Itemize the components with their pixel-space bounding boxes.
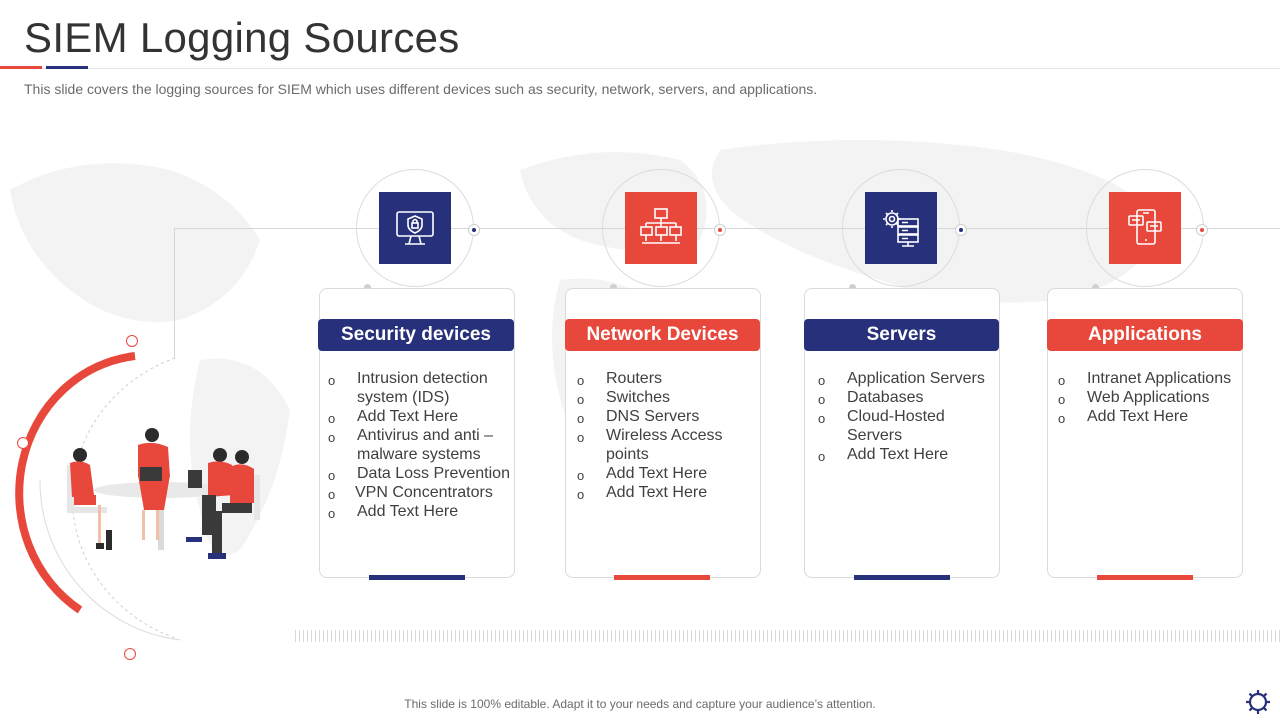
team-meeting-illustration bbox=[67, 428, 260, 559]
title-accent-blue bbox=[46, 66, 88, 69]
arc-dot-bottom bbox=[124, 648, 136, 660]
mobile-app-icon bbox=[1109, 192, 1181, 264]
title-accent-red bbox=[0, 66, 42, 69]
card-header-network: Network Devices bbox=[565, 319, 760, 351]
connector-node-network bbox=[610, 284, 617, 291]
list-item: Add Text Here bbox=[328, 502, 514, 523]
list-item: Routers bbox=[577, 369, 757, 390]
list-item: Antivirus and anti – malware systems bbox=[328, 426, 514, 464]
list-item: VPN Concentrators bbox=[328, 483, 514, 504]
arc-dot-top bbox=[126, 335, 138, 347]
connector-dot-network bbox=[714, 224, 726, 236]
list-item: Add Text Here bbox=[1058, 407, 1238, 428]
list-item: Wireless Access points bbox=[577, 426, 757, 464]
servers-items-list: Application Servers Databases Cloud-Host… bbox=[818, 369, 998, 466]
gear-icon[interactable] bbox=[1243, 687, 1273, 717]
card-header-security: Security devices bbox=[318, 319, 514, 351]
network-computers-icon bbox=[625, 192, 697, 264]
list-item: Application Servers bbox=[818, 369, 998, 390]
card-accent-bar bbox=[614, 575, 710, 580]
list-item: Web Applications bbox=[1058, 388, 1238, 409]
connector-node-applications bbox=[1092, 284, 1099, 291]
list-item: Add Text Here bbox=[577, 483, 757, 504]
list-item: Add Text Here bbox=[818, 445, 998, 466]
card-accent-bar bbox=[854, 575, 950, 580]
applications-items-list: Intranet Applications Web Applications A… bbox=[1058, 369, 1238, 428]
network-items-list: Routers Switches DNS Servers Wireless Ac… bbox=[577, 369, 757, 504]
dashed-baseline bbox=[295, 630, 1280, 642]
list-item: Databases bbox=[818, 388, 998, 409]
list-item: DNS Servers bbox=[577, 407, 757, 428]
card-header-servers: Servers bbox=[804, 319, 999, 351]
list-item: Add Text Here bbox=[328, 407, 514, 428]
arc-dot-middle bbox=[17, 437, 29, 449]
list-item: Intranet Applications bbox=[1058, 369, 1238, 390]
connector-node-servers bbox=[849, 284, 856, 291]
connector-node-security bbox=[364, 284, 371, 291]
arc-decoration bbox=[15, 352, 181, 641]
list-item: Switches bbox=[577, 388, 757, 409]
security-items-list: Intrusion detection system (IDS) Add Tex… bbox=[328, 369, 514, 523]
slide-subtitle: This slide covers the logging sources fo… bbox=[24, 81, 818, 97]
page-title: SIEM Logging Sources bbox=[24, 14, 460, 61]
timeline-connector-vertical bbox=[174, 228, 175, 358]
monitor-shield-lock-icon bbox=[379, 192, 451, 264]
list-item: Add Text Here bbox=[577, 464, 757, 485]
card-header-applications: Applications bbox=[1047, 319, 1243, 351]
footer-note: This slide is 100% editable. Adapt it to… bbox=[404, 697, 876, 711]
timeline-connector bbox=[174, 228, 1280, 229]
card-accent-bar bbox=[1097, 575, 1193, 580]
title-divider bbox=[0, 68, 1280, 69]
list-item: Intrusion detection system (IDS) bbox=[328, 369, 514, 407]
connector-dot-applications bbox=[1196, 224, 1208, 236]
list-item: Cloud-Hosted Servers bbox=[818, 407, 998, 445]
list-item: Data Loss Prevention bbox=[328, 464, 514, 485]
connector-dot-security bbox=[468, 224, 480, 236]
connector-dot-servers bbox=[955, 224, 967, 236]
card-accent-bar bbox=[369, 575, 465, 580]
server-gear-icon bbox=[865, 192, 937, 264]
